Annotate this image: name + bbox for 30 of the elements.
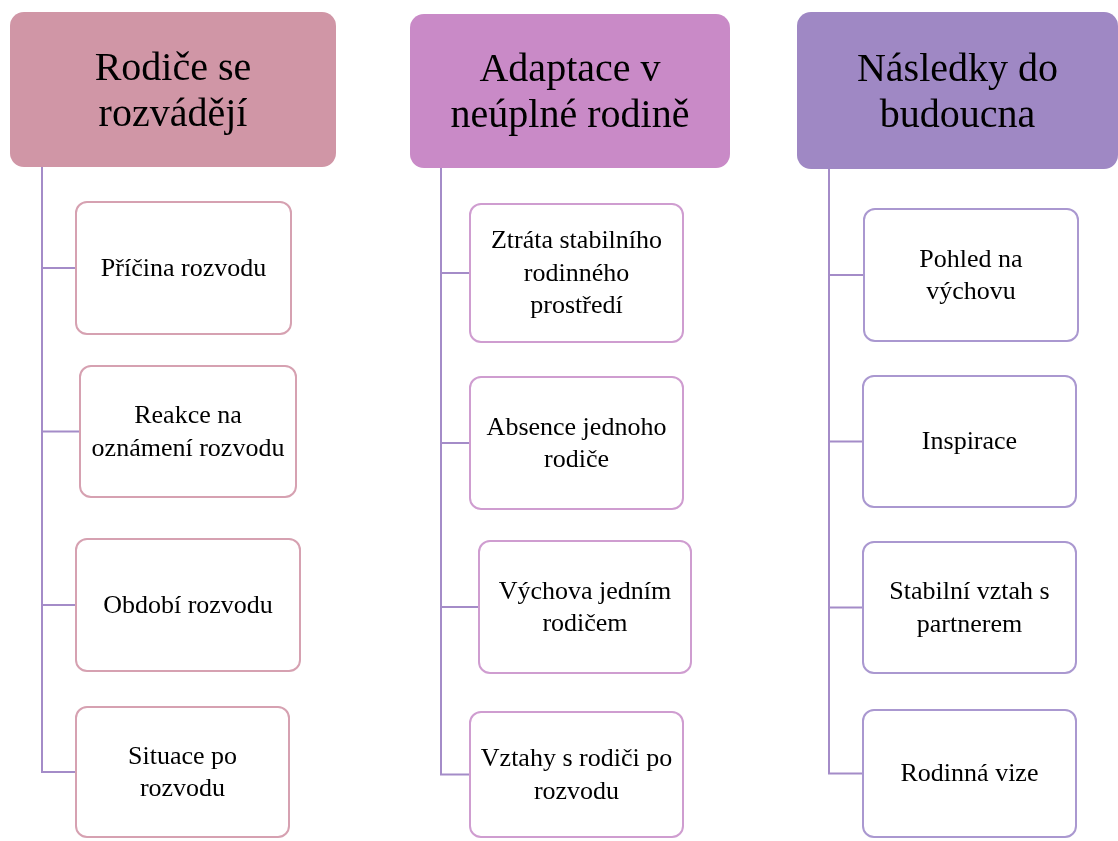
topic-text: Výchova jedním rodičem [497, 574, 673, 639]
header-text: Rodiče se rozvádějí [93, 43, 253, 136]
topic-box [478, 540, 692, 674]
topic-text: Inspirace [921, 425, 1018, 458]
topic-box [469, 376, 684, 510]
topic-box [862, 375, 1077, 508]
topic-text: Příčina rozvodu [100, 251, 267, 284]
topic-text: Vztahy s rodiči po rozvodu [479, 742, 674, 807]
topic-text: Situace po rozvodu [127, 739, 238, 804]
header-text: Následky do budoucna [855, 44, 1060, 137]
topic-box [862, 709, 1077, 838]
topic-text: Ztráta stabilního rodinného prostředí [489, 224, 664, 322]
topic-box [75, 538, 301, 672]
category-header-box [797, 12, 1118, 169]
header-text: Adaptace v neúplné rodině [449, 45, 691, 137]
topic-text: Rodinná vize [900, 757, 1039, 790]
topic-text: Pohled na výchovu [918, 242, 1024, 307]
topic-text: Reakce na oznámení rozvodu [90, 399, 286, 464]
topic-box [862, 541, 1077, 674]
topic-text: Stabilní vztah s partnerem [888, 575, 1051, 640]
topic-box [863, 208, 1079, 342]
topic-text: Období rozvodu [103, 588, 273, 621]
category-header-box [410, 14, 730, 168]
topic-box [469, 711, 684, 838]
topic-box [75, 201, 292, 335]
topic-box [79, 365, 297, 498]
category-header-box [10, 12, 336, 167]
topic-box [75, 706, 290, 838]
topic-text: Absence jednoho rodiče [485, 410, 668, 475]
topic-box [469, 203, 684, 343]
